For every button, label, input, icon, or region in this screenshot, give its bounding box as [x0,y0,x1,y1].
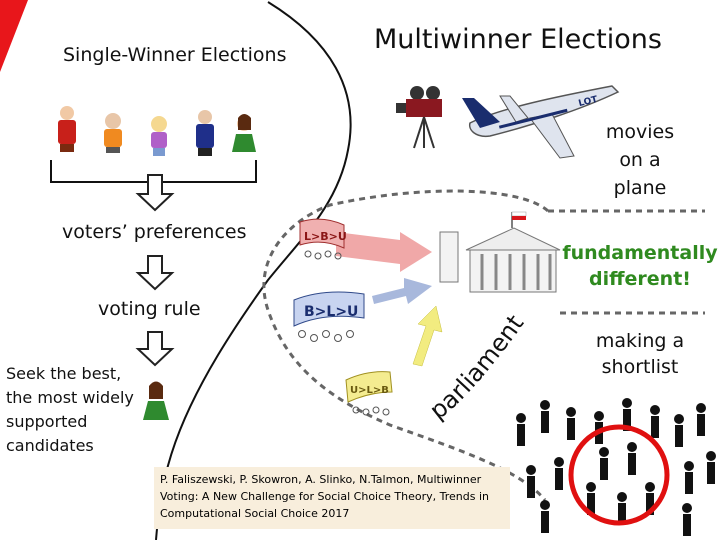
parliament-region [262,189,549,501]
crowd-person [554,457,564,490]
airplane-icon: LOT [462,85,620,159]
banner-lbu: L>B>U [299,218,347,260]
crowd-person [684,461,694,494]
citation-box: P. Faliszewski, P. Skowron, A. Slinko, N… [154,467,510,529]
crowd-person [566,407,576,440]
red-corner-mark [0,0,28,72]
fundamentally-different-label: fundamentally different! [562,242,718,290]
banner-lbu-text: L>B>U [304,230,347,243]
crowd-person [706,451,716,484]
down-arrow [135,174,175,212]
divider-curve [155,1,352,540]
pink-arrow [336,232,432,272]
candidate-figure [196,110,214,156]
crowd-person [516,413,526,446]
crowd-person [599,447,609,480]
crowd-person [617,492,627,525]
down-arrow [135,331,175,367]
crowd-person [674,414,684,447]
plane-logo-text: LOT [578,95,600,110]
banner-ulb-text: U>L>B [350,385,389,396]
crowd-person [696,403,706,436]
making-a-shortlist-label: making a shortlist [595,330,685,378]
crowd-person [526,465,536,498]
movies-on-a-plane-label: movies on a plane [605,121,675,199]
blue-arrow [372,278,432,304]
candidate-figure [58,106,76,152]
candidate-figure [104,113,122,153]
crowd [516,398,716,536]
banner-blu-text: B>L>U [304,304,358,320]
winner-figure [143,381,169,420]
crowd-person [622,398,632,431]
parliament-building-icon [439,211,561,293]
crowd-person [650,405,660,438]
banner-ulb: U>L>B [345,371,393,416]
crowd-person [540,500,550,533]
crowd-person [627,442,637,475]
shortlist-highlight-circle [568,424,670,526]
multiwinner-title: Multiwinner Elections [374,24,662,55]
candidate-figure [232,114,256,152]
candidate-figure [151,116,167,156]
yellow-arrow [412,305,443,367]
seek-best-label: Seek the best, the most widely supported… [6,364,134,455]
crowd-person [586,482,596,515]
single-winner-title: Single-Winner Elections [63,44,287,66]
banner-blu: B>L>U [293,291,365,342]
crowd-person [682,503,692,536]
down-arrow [135,255,175,291]
voting-rule-label: voting rule [98,298,201,320]
crowd-person [540,400,550,433]
voters-preferences-label: voters’ preferences [62,221,247,243]
crowd-person [645,482,655,515]
movie-camera-icon [396,86,442,149]
